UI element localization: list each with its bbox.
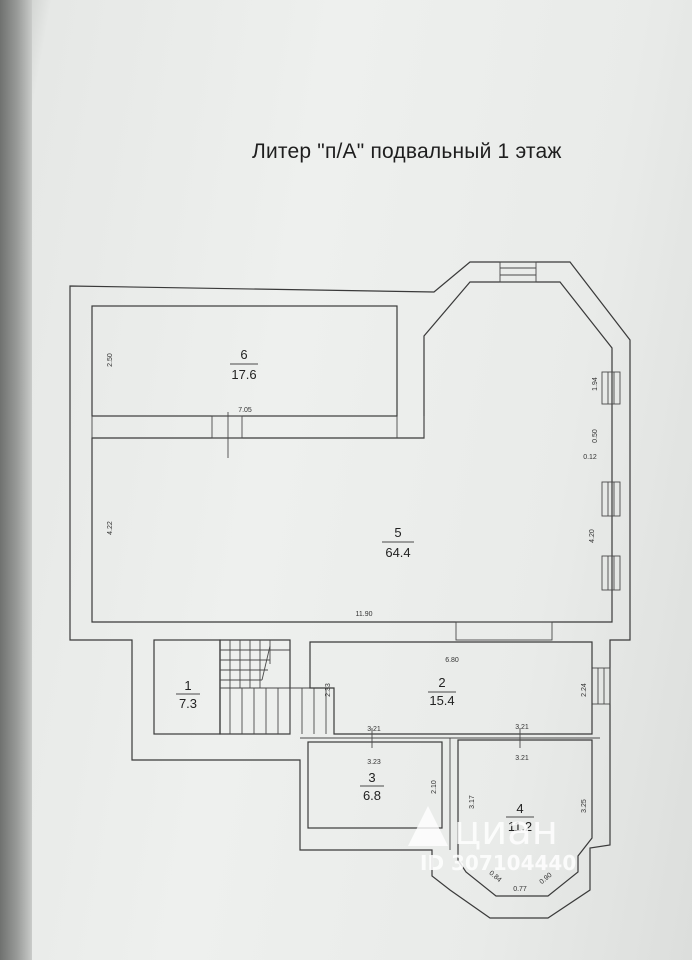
stairs bbox=[219, 639, 291, 735]
cian-logo-icon bbox=[408, 806, 448, 846]
room-6-label: 6 17.6 bbox=[230, 347, 258, 382]
room-6-area: 17.6 bbox=[231, 367, 256, 382]
room-3-area: 6.8 bbox=[363, 788, 381, 803]
page-title: Литер "п/А" подвальный 1 этаж bbox=[252, 140, 562, 163]
sheet-left-edge bbox=[0, 0, 32, 960]
divider-5-6 bbox=[91, 416, 425, 438]
room-5-number: 5 bbox=[394, 525, 401, 540]
room-1-area: 7.3 bbox=[179, 696, 197, 711]
dim-3-21-c: 3.21 bbox=[515, 755, 529, 762]
room-4-outline bbox=[457, 739, 593, 897]
room-6-number: 6 bbox=[240, 347, 247, 362]
dim-0-50: 0.50 bbox=[592, 429, 599, 443]
room-4-number: 4 bbox=[516, 801, 523, 816]
watermark-id: ID 307104440 bbox=[420, 851, 576, 875]
room-4-label: 4 11.2 bbox=[506, 801, 534, 834]
room-2-number: 2 bbox=[438, 675, 445, 690]
room-6-outline bbox=[91, 305, 398, 417]
door-6-5 bbox=[211, 415, 243, 439]
room-3-outline bbox=[307, 741, 443, 829]
room-3-number: 3 bbox=[368, 770, 375, 785]
dim-7-05: 7.05 bbox=[238, 407, 252, 414]
window-top bbox=[499, 261, 537, 283]
dim-0-77: 0.77 bbox=[513, 886, 527, 893]
watermark-brand: циан bbox=[454, 808, 558, 854]
room-2-area: 15.4 bbox=[429, 693, 454, 708]
room-5-label: 5 64.4 bbox=[382, 525, 414, 560]
dim-2-33: 2.33 bbox=[325, 683, 332, 697]
outer-wall bbox=[69, 261, 631, 919]
dim-1-94: 1.94 bbox=[592, 377, 599, 391]
dim-2-50: 2.50 bbox=[107, 353, 114, 367]
dim-2-24: 2.24 bbox=[581, 683, 588, 697]
door-5-2 bbox=[455, 621, 553, 641]
right-windows bbox=[591, 371, 621, 705]
dim-4-22: 4.22 bbox=[107, 521, 114, 535]
dim-2-10: 2.10 bbox=[431, 780, 438, 794]
dim-6-80: 6.80 bbox=[445, 657, 459, 664]
dim-3-21-b: 3.21 bbox=[515, 724, 529, 731]
room-1-label: 1 7.3 bbox=[176, 678, 200, 711]
dim-3-25: 3.25 bbox=[581, 799, 588, 813]
room-5-outline bbox=[91, 281, 613, 623]
room-2-label: 2 15.4 bbox=[428, 675, 456, 708]
dim-3-21-a: 3.21 bbox=[367, 726, 381, 733]
dim-3-17: 3.17 bbox=[469, 795, 476, 809]
dim-0-12: 0.12 bbox=[583, 454, 597, 461]
watermark: циан ID 307104440 bbox=[408, 806, 576, 875]
room-2-outline bbox=[309, 641, 593, 735]
room-1-number: 1 bbox=[184, 678, 191, 693]
dim-11-90: 11.90 bbox=[356, 611, 373, 618]
room-5-area: 64.4 bbox=[385, 545, 410, 560]
room-4-area: 11.2 bbox=[508, 819, 532, 834]
stair-treads bbox=[220, 640, 334, 734]
dim-4-20: 4.20 bbox=[589, 529, 596, 543]
dim-3-23: 3.23 bbox=[367, 759, 381, 766]
room-3-label: 3 6.8 bbox=[360, 770, 384, 803]
